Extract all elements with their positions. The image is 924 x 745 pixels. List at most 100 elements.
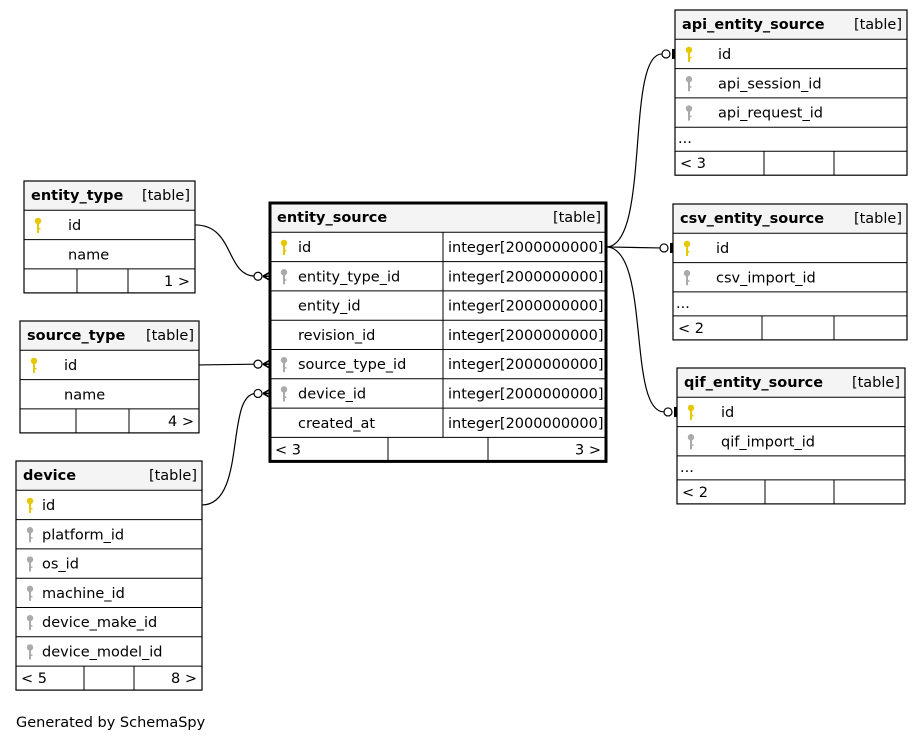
table-header (675, 10, 907, 40)
relationship-api-entity-source (605, 53, 663, 248)
table-header (16, 461, 202, 491)
relationship-csv-entity-source (605, 246, 661, 249)
foreign-key-icon (26, 527, 34, 543)
table-qif_entity_source[interactable]: qif_entity_source[table]idqif_import_id.… (676, 367, 906, 505)
foreign-key-icon (683, 270, 691, 286)
relationship-end-api-entity-source (661, 48, 675, 59)
column-name: device_make_id (42, 615, 157, 631)
relationship-end-entity-type (253, 271, 271, 281)
table-kind-label: [table] (854, 17, 902, 33)
parents-count[interactable]: < 5 (21, 671, 47, 687)
more-columns-ellipsis: ... (678, 131, 692, 147)
column-type: integer[2000000000] (448, 269, 603, 285)
children-count[interactable]: 1 > (164, 274, 190, 290)
column-name: source_type_id (298, 357, 406, 373)
column-name: machine_id (42, 586, 125, 602)
column-type: integer[2000000000] (448, 357, 603, 373)
primary-key-icon (683, 240, 691, 256)
table-border (672, 203, 908, 341)
column-name: id (68, 218, 81, 234)
table-entity_source[interactable]: entity_source [table] id integer[2000000000… (268, 201, 608, 463)
table-api_entity_source[interactable]: api_entity_source [table] id api_session_id… (674, 9, 908, 176)
table-header (677, 368, 905, 398)
column-name: name (64, 387, 105, 403)
relationship-lines (194, 48, 677, 506)
table-border (15, 460, 203, 691)
foreign-key-icon (26, 644, 34, 660)
foreign-key-icon (280, 269, 288, 285)
children-count[interactable]: 4 > (168, 414, 194, 430)
column-name: id (718, 47, 731, 63)
parents-count[interactable]: < 3 (680, 156, 706, 172)
parents-count[interactable]: < 2 (682, 485, 708, 501)
table-kind-label: [table] (146, 328, 194, 344)
column-name: name (68, 247, 109, 263)
relationship-entity-type (194, 224, 257, 277)
relationship-device (201, 392, 257, 506)
table-source_type[interactable]: source_type [table] id name 4 > (19, 320, 200, 434)
table-border (23, 180, 196, 294)
column-type: integer[2000000000] (448, 416, 603, 432)
table-name: csv_entity_source (680, 211, 824, 227)
column-name: created_at (298, 416, 375, 432)
table-name: api_entity_source (682, 17, 825, 33)
foreign-key-icon (280, 356, 288, 373)
foreign-key-icon (26, 556, 34, 572)
relationship-end-csv-entity-source (659, 242, 673, 253)
relationship-end-source-type (253, 359, 271, 369)
foreign-key-icon (26, 585, 34, 601)
primary-key-icon (280, 239, 288, 255)
column-name: device_model_id (42, 644, 163, 660)
table-border (676, 367, 906, 505)
table-kind-label: [table] (852, 375, 900, 391)
table-kind-label: [table] (149, 468, 197, 484)
parents-count[interactable]: < 2 (678, 321, 704, 337)
column-name: id (64, 358, 77, 374)
relationship-end-device (253, 388, 271, 399)
column-name: entity_id (298, 299, 361, 315)
column-name: revision_id (298, 328, 375, 344)
table-border (674, 9, 908, 176)
column-name: os_id (42, 557, 79, 573)
primary-key-icon (30, 357, 38, 373)
primary-key-icon (26, 497, 34, 513)
table-header (673, 204, 907, 234)
foreign-key-icon (687, 434, 695, 450)
table-name: source_type (27, 328, 126, 344)
column-name: api_session_id (718, 76, 822, 92)
table-name: entity_source (277, 210, 387, 226)
table-border (19, 320, 200, 434)
table-kind-label: [table] (553, 210, 601, 226)
column-name: csv_import_id (716, 270, 816, 286)
table-name: qif_entity_source (684, 375, 823, 391)
foreign-key-icon (685, 76, 693, 92)
children-count[interactable]: 8 > (171, 671, 197, 687)
table-csv_entity_source[interactable]: csv_entity_source[table]idcsv_import_id.… (672, 203, 908, 341)
column-type: integer[2000000000] (448, 299, 603, 315)
column-name: id (42, 498, 55, 514)
parents-count[interactable]: < 3 (275, 442, 301, 458)
relationship-end-qif-entity-source (663, 406, 677, 417)
foreign-key-icon (280, 386, 288, 402)
primary-key-icon (34, 217, 42, 233)
primary-key-icon (685, 46, 693, 62)
table-border (268, 201, 608, 463)
children-count[interactable]: 3 > (575, 442, 601, 458)
column-type: integer[2000000000] (448, 386, 603, 402)
more-columns-ellipsis: ... (680, 460, 694, 476)
table-kind-label: [table] (142, 188, 190, 204)
table-name: device (23, 468, 76, 484)
column-name: id (298, 240, 311, 256)
generated-by-footer: Generated by SchemaSpy (16, 715, 206, 731)
column-name: qif_import_id (721, 434, 815, 450)
column-name: entity_type_id (298, 269, 400, 285)
column-name: device_id (298, 386, 366, 402)
column-type: integer[2000000000] (448, 240, 603, 256)
table-device[interactable]: device[table]idplatform_idos_idmachine_i… (15, 460, 203, 691)
relationship-source-type (198, 363, 257, 366)
table-header (270, 203, 606, 233)
column-name: api_request_id (718, 106, 823, 122)
primary-key-icon (687, 404, 695, 420)
table-header (20, 321, 199, 351)
